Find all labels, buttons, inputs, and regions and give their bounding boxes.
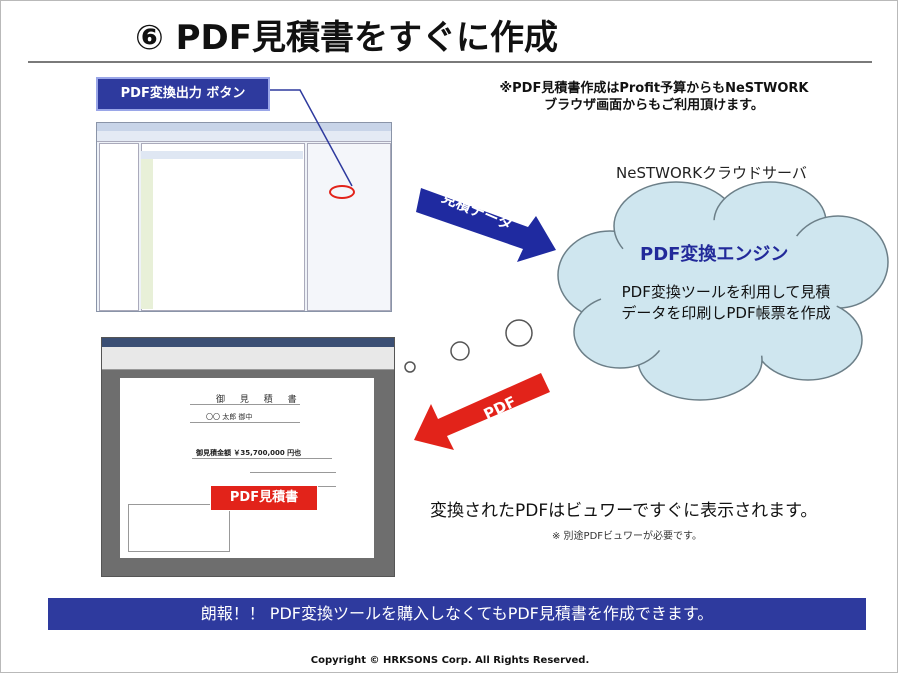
pdf-doc-heading: 御 見 積 書 — [216, 395, 303, 405]
pdf-estimate-badge: PDF見積書 — [210, 485, 318, 511]
pdf-doc-total: 御見積金額 ￥35,700,000 円也 — [196, 449, 302, 457]
engine-description: PDF変換ツールを利用して見積 データを印刷しPDF帳票を作成 — [596, 282, 856, 324]
usage-note: ※PDF見積書作成はProfit予算からもNeSTWORK ブラウザ画面からもご… — [464, 80, 844, 114]
pdf-engine-label: PDF変換エンジン — [640, 244, 789, 265]
promo-banner: 朗報！！ PDF変換ツールを購入しなくてもPDF見積書を作成できます。 — [48, 598, 866, 630]
title-divider — [28, 61, 872, 63]
pdf-viewer-screenshot: 御 見 積 書 〇〇 太郎 御中 御見積金額 ￥35,700,000 円也 — [101, 337, 395, 577]
slide-title: ⑥ PDF見積書をすぐに作成 — [135, 18, 558, 58]
usage-note-line2: ブラウザ画面からもご利用頂けます。 — [544, 98, 764, 113]
engine-description-line2: データを印刷しPDF帳票を作成 — [621, 304, 831, 322]
engine-description-line1: PDF変換ツールを利用して見積 — [621, 283, 831, 301]
app-screenshot — [96, 122, 392, 312]
pdf-doc-to: 〇〇 太郎 御中 — [206, 413, 253, 421]
copyright: Copyright © HRKSONS Corp. All Rights Res… — [310, 655, 590, 666]
viewer-text: 変換されたPDFはビュワーですぐに表示されます。 — [430, 501, 818, 521]
viewer-note: ※ 別途PDFビュワーが必要です。 — [552, 531, 703, 542]
cloud-server-label: NeSTWORKクラウドサーバ — [616, 164, 807, 182]
pdf-output-button-callout: PDF変換出力 ボタン — [96, 77, 270, 111]
usage-note-line1: ※PDF見積書作成はProfit予算からもNeSTWORK — [499, 81, 809, 96]
pdf-document: 御 見 積 書 〇〇 太郎 御中 御見積金額 ￥35,700,000 円也 — [120, 378, 374, 558]
